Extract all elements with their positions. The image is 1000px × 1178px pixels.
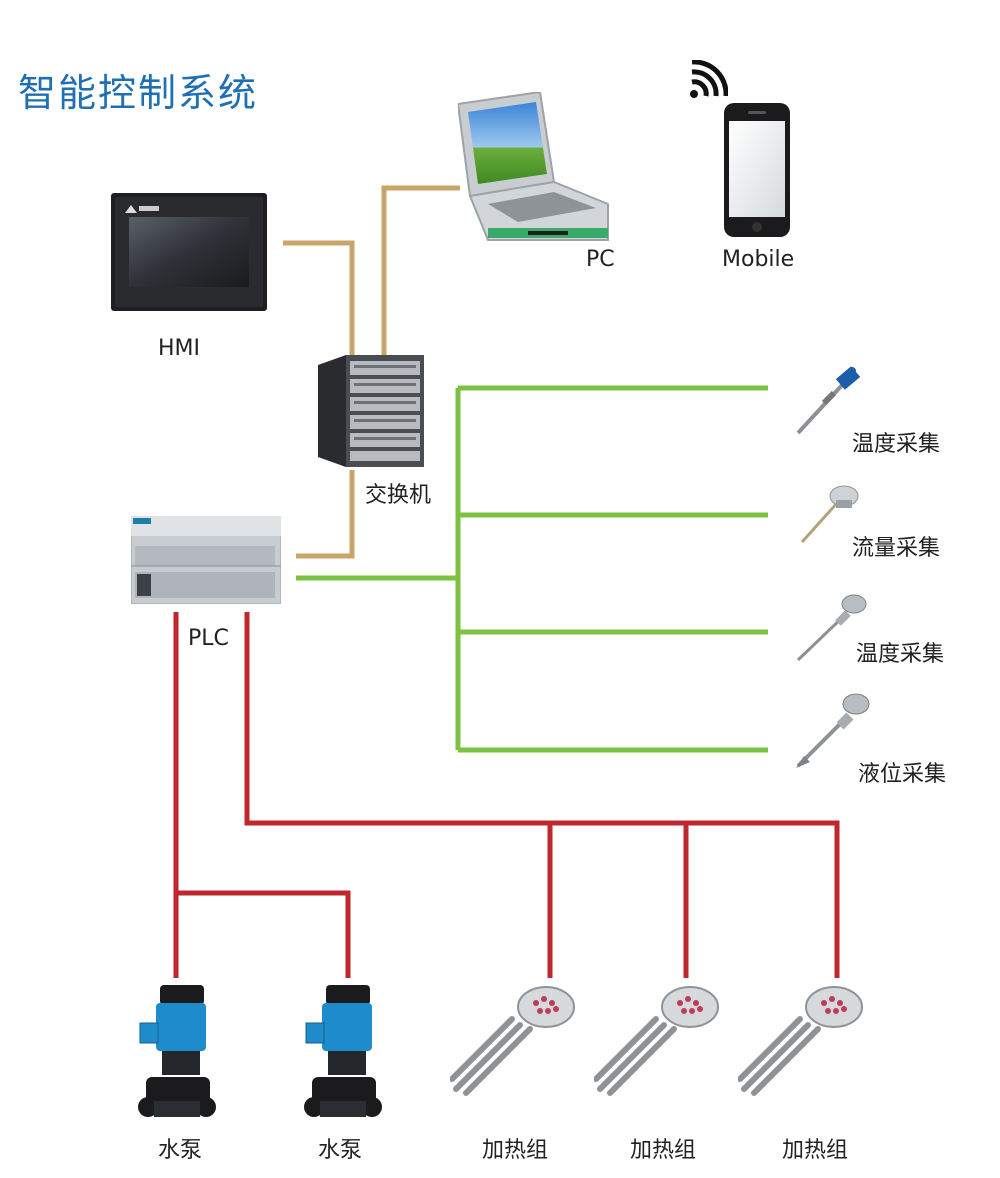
heater-label-1: 加热组 (482, 1138, 549, 1163)
heater-label-3: 加热组 (782, 1138, 849, 1163)
mobile-label: Mobile (722, 247, 795, 272)
immersion-heater-icon (738, 986, 863, 1096)
sensor-label-3: 温度采集 (856, 642, 945, 667)
power-wires (173, 612, 840, 978)
immersion-heater-icon (594, 986, 719, 1096)
sensor-label-2: 流量采集 (852, 536, 941, 561)
sensor-label-4: 液位采集 (858, 762, 947, 787)
flow-sensor-icon (800, 485, 859, 544)
pc-switch-wire (381, 185, 460, 355)
hmi-switch-wire (283, 240, 355, 355)
laptop-pc-icon (458, 92, 609, 241)
plc-label: PLC (188, 626, 229, 651)
immersion-heater-icon (450, 986, 575, 1096)
plc-switch-wire (296, 470, 355, 559)
water-pump-icon (304, 985, 382, 1117)
ethernet-wires (283, 185, 460, 559)
hmi-screen-icon (111, 193, 267, 311)
pump-label-1: 水泵 (158, 1138, 203, 1163)
sensor-bus-wires (296, 385, 768, 753)
diagram-title: 智能控制系统 (18, 71, 259, 115)
pump-2-wire (176, 890, 351, 978)
sensor-label-1: 温度采集 (852, 432, 941, 457)
hmi-label: HMI (158, 336, 201, 361)
heater-label-2: 加热组 (630, 1138, 697, 1163)
pc-label: PC (586, 247, 615, 272)
pump-label-2: 水泵 (318, 1138, 363, 1163)
heater-trunk-wire (244, 612, 840, 978)
thermocouple-icon (796, 594, 867, 662)
plc-icon (131, 516, 281, 604)
thermocouple-icon (796, 366, 861, 435)
wifi-icon (690, 60, 728, 98)
switch-label: 交换机 (365, 483, 432, 508)
water-pump-icon (138, 985, 216, 1117)
smartphone-icon (724, 103, 790, 237)
level-sensor-icon (796, 693, 870, 768)
network-switch-icon (318, 355, 424, 467)
